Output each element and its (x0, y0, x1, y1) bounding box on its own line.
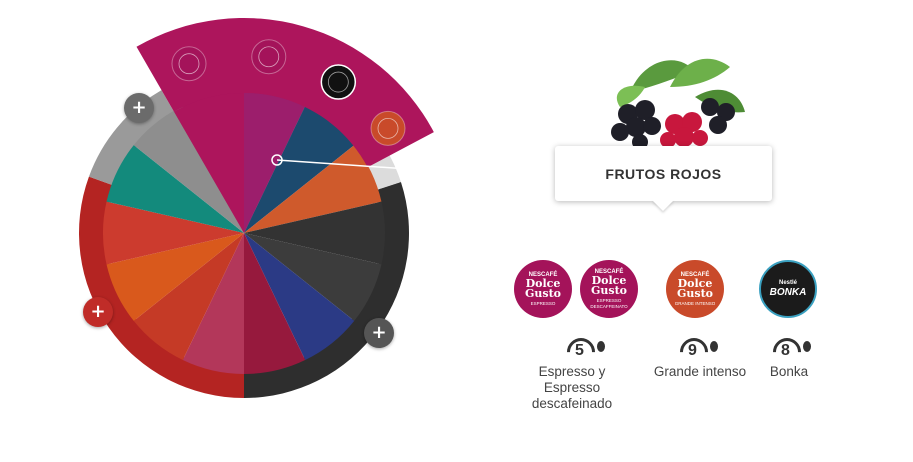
wheel-capsule-icon[interactable] (370, 110, 406, 146)
tooltip-arrow (652, 200, 674, 211)
berries-icon (611, 58, 745, 150)
capsule-brand: NESCAFÉ (528, 271, 558, 278)
segment-pink[interactable] (182, 233, 244, 374)
ring-gray-sector[interactable] (88, 90, 175, 186)
capsule-brand: NESCAFÉ (594, 268, 624, 275)
expand-red-button[interactable]: + (83, 297, 113, 327)
ring-red-sector[interactable] (78, 176, 244, 398)
wheel-capsule-logo-icon (327, 71, 349, 93)
segment-crimson[interactable] (244, 233, 306, 374)
segment-teal[interactable] (106, 145, 245, 233)
wheel-capsule-logo-icon (377, 117, 399, 139)
capsule-name: BONKA (769, 286, 807, 298)
wheel-capsule-icon[interactable] (171, 46, 207, 82)
segment-dark-blue[interactable] (244, 105, 355, 233)
group-caption: Bonka (760, 364, 818, 380)
plus-icon: + (371, 322, 387, 343)
segment-charcoal-1[interactable] (244, 201, 385, 265)
tooltip-title: FRUTOS ROJOS (605, 165, 722, 182)
wheel-capsule-logo-icon (178, 53, 200, 75)
pointer-line (276, 159, 453, 173)
capsule-grande-intenso[interactable]: NESCAFÉ Dolce Gusto GRANDE INTENSO (666, 260, 724, 318)
intensity-value: 8 (781, 342, 790, 359)
plus-icon: + (90, 301, 106, 322)
capsule-brand: Nestlé (778, 279, 797, 286)
caption-line: Grande intenso (653, 364, 747, 379)
intensity-value: 5 (575, 342, 584, 359)
segment-navy[interactable] (244, 233, 355, 361)
highlight-inner-sector[interactable] (174, 93, 244, 233)
capsule-espresso-decaf[interactable]: NESCAFÉ Dolce Gusto ESPRESSO DESCAFFEINA… (580, 260, 638, 318)
group-caption: Espresso y Espresso descafeinado (522, 364, 622, 412)
wheel-capsule-logo-icon (258, 46, 280, 68)
capsule-subtitle: ESPRESSO DESCAFFEINATO (590, 297, 628, 309)
ring-dark-sector[interactable] (244, 182, 409, 398)
intensity-badge: 9 (674, 332, 724, 372)
expand-gray-button[interactable]: + (124, 93, 154, 123)
capsule-subtitle: GRANDE INTENSO (674, 300, 716, 306)
plus-icon: + (131, 97, 147, 118)
segment-red-2[interactable] (102, 201, 244, 265)
coffee-bean-icon (597, 341, 605, 352)
intensity-badge: 5 (561, 332, 611, 372)
capsule-name: Dolce Gusto (676, 276, 713, 300)
caption-line: descafeinado (531, 396, 613, 411)
capsule-subtitle: ESPRESSO (530, 300, 556, 306)
segment-orange-2[interactable] (106, 233, 245, 321)
caption-line: Espresso y (538, 364, 606, 379)
intensity-value: 9 (688, 342, 697, 359)
caption-line: Espresso (543, 380, 601, 395)
capsule-bonka[interactable]: Nestlé BONKA (759, 260, 817, 318)
segment-orange[interactable] (244, 145, 382, 233)
group-caption: Grande intenso (644, 364, 756, 380)
caption-line: Bonka (769, 364, 809, 379)
wheel-capsule-icon[interactable] (320, 64, 357, 100)
capsule-espresso[interactable]: NESCAFÉ Dolce Gusto ESPRESSO (514, 260, 572, 318)
capsule-name: Dolce Gusto (524, 276, 561, 300)
coffee-bean-icon (803, 341, 811, 352)
pointer-dot (271, 154, 283, 166)
segment-gray[interactable] (133, 105, 244, 233)
intensity-badge: 8 (767, 332, 817, 372)
capsule-name: Dolce Gusto (590, 273, 627, 297)
highlight-center-segment[interactable] (244, 93, 305, 233)
capsule-brand: NESCAFÉ (680, 271, 710, 278)
segment-charcoal-2[interactable] (244, 233, 382, 321)
highlight-sector[interactable] (136, 17, 434, 168)
segment-red-1[interactable] (133, 233, 244, 361)
wheel-capsule-icon[interactable] (251, 39, 287, 75)
flavour-tooltip: FRUTOS ROJOS (555, 146, 772, 201)
coffee-bean-icon (710, 341, 718, 352)
expand-dark-button[interactable]: + (364, 318, 394, 348)
